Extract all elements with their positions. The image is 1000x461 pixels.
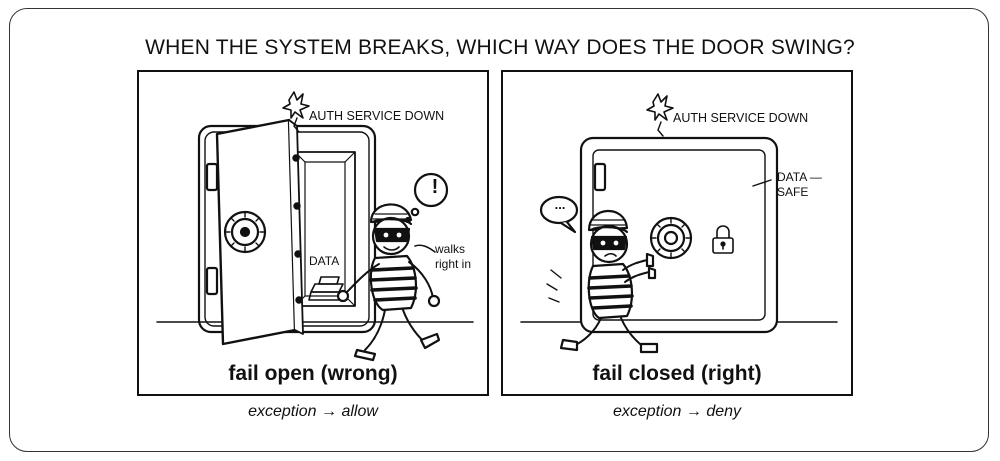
alert-bubble-icon — [404, 172, 449, 224]
pointer-line — [752, 179, 772, 187]
hinge-icon — [205, 266, 219, 296]
panel-fail-closed: ... AUTH SERVICE DOWN DATA — SAFE fail c… — [501, 70, 853, 396]
data-safe-label-line-1: DATA — — [777, 170, 822, 184]
broken-spark-icon — [282, 91, 310, 133]
broken-spark-icon — [646, 93, 674, 137]
speech-bubble-icon — [539, 195, 579, 234]
burglar-icon — [336, 203, 441, 362]
combination-dial-icon — [223, 210, 267, 254]
combination-dial-icon — [649, 216, 693, 260]
pointer-arrow — [414, 244, 436, 253]
safe-interior — [294, 151, 356, 307]
fail-open-rule: exception → allow — [248, 403, 378, 420]
walks-label-line-2: right in — [435, 257, 472, 271]
hinge-icon — [593, 162, 607, 192]
auth-service-down-label: AUTH SERVICE DOWN — [673, 111, 809, 125]
hinge-icon — [205, 162, 219, 192]
data-label: DATA — [309, 254, 340, 268]
data-safe-label-line-2: SAFE — [777, 185, 809, 199]
burglar-icon — [546, 209, 659, 354]
auth-service-down-label: AUTH SERVICE DOWN — [309, 109, 445, 123]
fail-closed-illustration — [520, 93, 838, 354]
padlock-icon — [712, 225, 734, 254]
page-title: WHEN THE SYSTEM BREAKS, WHICH WAY DOES T… — [145, 36, 855, 59]
fail-open-illustration — [156, 91, 474, 362]
speech-symbol: ... — [554, 197, 566, 212]
fail-closed-rule: exception → deny — [612, 403, 742, 420]
outer-frame — [9, 8, 989, 452]
fail-closed-caption: fail closed (right) — [592, 362, 762, 385]
walks-label-line-1: walks — [435, 242, 466, 256]
panel-fail-open: ! AUTH SERVICE DOWN DATA walks right in … — [137, 70, 489, 396]
fail-open-caption: fail open (wrong) — [228, 362, 398, 385]
